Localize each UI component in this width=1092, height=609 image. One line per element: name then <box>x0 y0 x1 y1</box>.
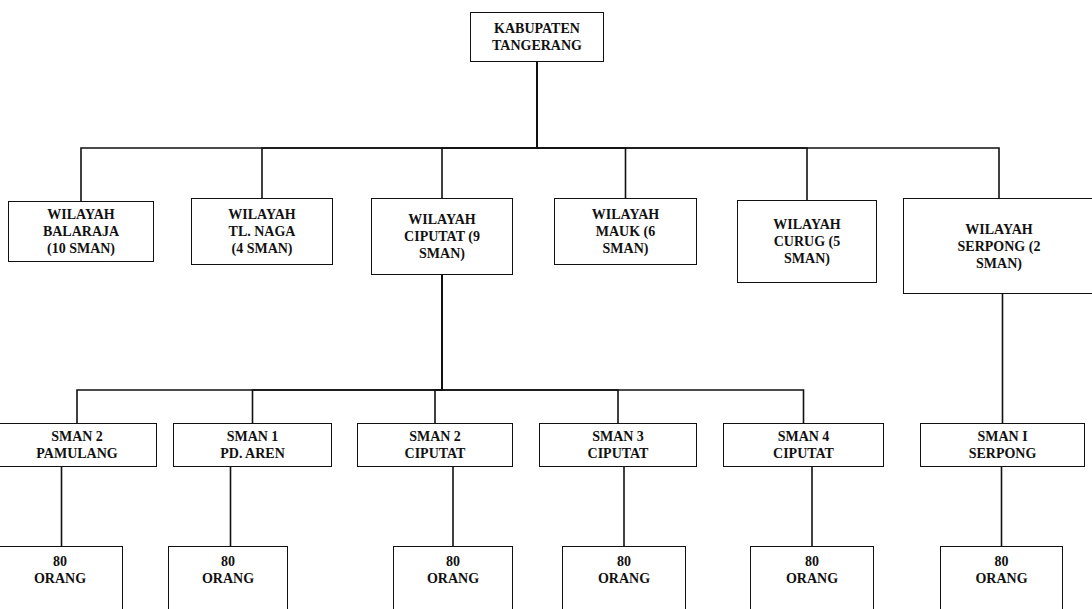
tree-connector <box>1002 294 1004 423</box>
school-box: SMAN 2 PAMULANG <box>0 423 157 467</box>
tree-connector <box>253 275 443 423</box>
box-label: WILAYAH MAUK (6 SMAN) <box>578 206 674 257</box>
tree-connector <box>442 62 537 198</box>
tree-connector <box>537 62 999 198</box>
box-label: 80 ORANG <box>199 553 257 587</box>
region-box: WILAYAH SERPONG (2 SMAN) <box>903 198 1092 294</box>
box-label: KABUPATEN TANGERANG <box>481 20 593 54</box>
box-label: WILAYAH CIPUTAT (9 SMAN) <box>394 211 490 262</box>
tree-connector <box>262 62 537 198</box>
box-label: 80 ORANG <box>424 553 482 587</box>
box-label: WILAYAH BALARAJA (10 SMAN) <box>33 206 129 257</box>
tree-connector <box>537 62 626 198</box>
tree-connector <box>230 467 232 546</box>
box-label: 80 ORANG <box>973 553 1031 587</box>
count-box: 80 ORANG <box>562 546 686 609</box>
region-box: WILAYAH TL. NAGA (4 SMAN) <box>191 198 333 265</box>
region-box: WILAYAH BALARAJA (10 SMAN) <box>8 201 154 262</box>
count-box: 80 ORANG <box>393 546 513 609</box>
tree-connector <box>623 467 625 546</box>
tree-connector <box>442 275 618 423</box>
tree-connector <box>61 467 63 546</box>
tree-connector <box>1001 467 1003 546</box>
tree-connector <box>452 467 454 546</box>
school-box: SMAN 3 CIPUTAT <box>539 423 697 467</box>
box-label: SMAN 3 CIPUTAT <box>568 428 668 462</box>
box-label: SMAN 2 CIPUTAT <box>385 428 485 462</box>
box-label: WILAYAH CURUG (5 SMAN) <box>759 216 855 267</box>
tree-connector <box>442 275 804 423</box>
school-box: SMAN 2 CIPUTAT <box>357 423 513 467</box>
root-box: KABUPATEN TANGERANG <box>470 12 604 62</box>
school-box: SMAN 4 CIPUTAT <box>723 423 884 467</box>
box-label: SMAN 4 CIPUTAT <box>754 428 854 462</box>
count-box: 80 ORANG <box>750 546 874 609</box>
school-box: SMAN I SERPONG <box>920 423 1085 467</box>
count-box: 80 ORANG <box>940 546 1063 609</box>
count-box: 80 ORANG <box>168 546 288 609</box>
tree-connector <box>435 275 442 423</box>
box-label: 80 ORANG <box>31 553 89 587</box>
box-label: SMAN I SERPONG <box>953 428 1053 462</box>
tree-connector <box>77 275 442 423</box>
box-label: 80 ORANG <box>595 553 653 587</box>
box-label: SMAN 1 PD. AREN <box>218 428 288 462</box>
tree-connector <box>81 62 537 201</box>
tree-connector <box>537 62 807 200</box>
region-box: WILAYAH CURUG (5 SMAN) <box>737 200 877 283</box>
tree-connector <box>811 467 813 546</box>
box-label: WILAYAH SERPONG (2 SMAN) <box>951 221 1047 272</box>
box-label: SMAN 2 PAMULANG <box>27 428 127 462</box>
box-label: 80 ORANG <box>783 553 841 587</box>
region-box: WILAYAH CIPUTAT (9 SMAN) <box>371 198 513 275</box>
count-box: 80 ORANG <box>0 546 123 609</box>
school-box: SMAN 1 PD. AREN <box>173 423 332 467</box>
box-label: WILAYAH TL. NAGA (4 SMAN) <box>222 206 302 257</box>
region-box: WILAYAH MAUK (6 SMAN) <box>554 198 697 265</box>
